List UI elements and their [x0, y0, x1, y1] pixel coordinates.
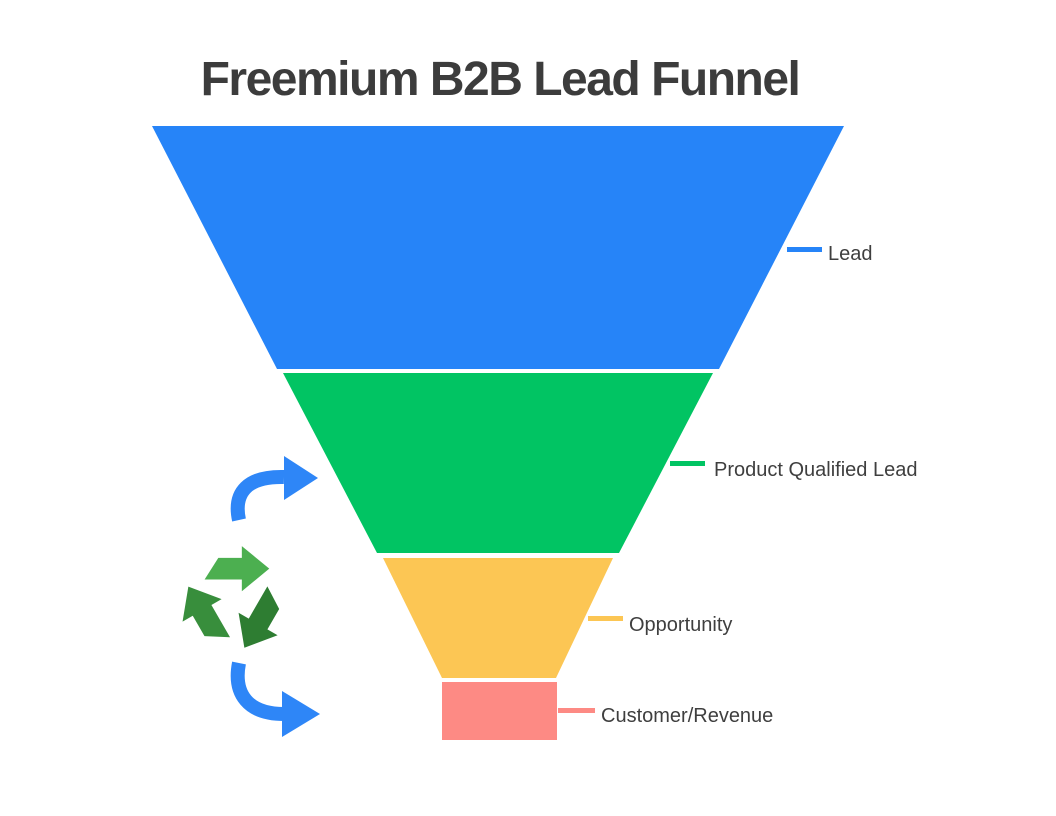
lead-label-tick [787, 247, 822, 252]
stage-label-customer-revenue: Customer/Revenue [601, 705, 774, 727]
opportunity-label-tick [588, 616, 623, 621]
funnel-stage-lead-shape [152, 126, 844, 369]
curved-arrow-top-shaft [230, 469, 285, 522]
recycle-arm-right [238, 586, 280, 648]
curved-arrow-right-bottom-icon [230, 661, 320, 737]
recycle-arm-top [204, 546, 270, 592]
funnel-stage-product-qualified-lead-shape [283, 373, 713, 553]
stage-label-opportunity: Opportunity [629, 614, 733, 636]
curved-arrow-top-head [284, 456, 318, 500]
funnel-stage-opportunity-shape [383, 558, 613, 678]
stage-label-product-qualified-lead: Product Qualified Lead [714, 459, 918, 481]
product-qualified-lead-label-tick [670, 461, 705, 466]
funnel-stage-customer-revenue-shape [442, 682, 557, 740]
page-title: Freemium B2B Lead Funnel [200, 53, 801, 106]
curved-arrow-bottom-head [282, 691, 320, 737]
customer-revenue-label-tick [558, 708, 595, 713]
curved-arrow-bottom-shaft [230, 661, 285, 721]
curved-arrow-right-top-icon [230, 456, 318, 522]
recycle-arm-left [182, 586, 231, 638]
stage-label-lead: Lead [828, 243, 873, 265]
recycle-icon [182, 546, 280, 648]
